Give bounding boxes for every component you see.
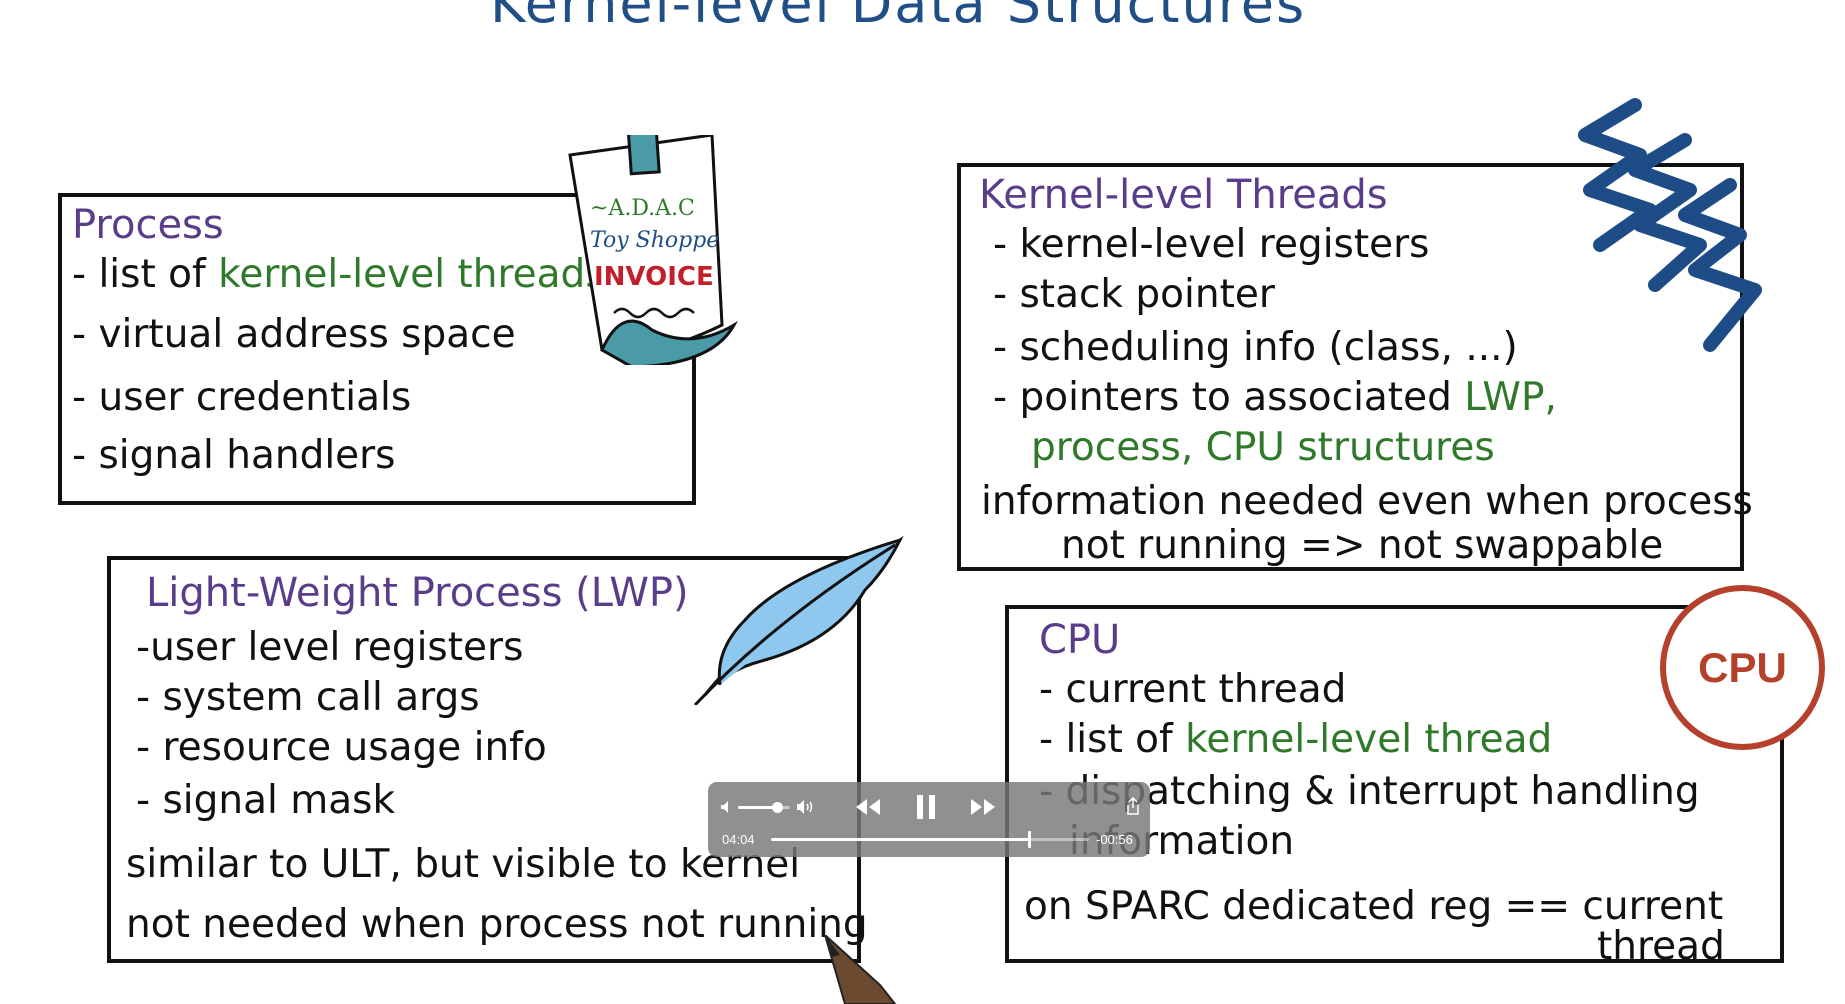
cpu-badge-icon: CPU (1660, 585, 1825, 750)
cpu-line-kernel-threads: - list of kernel-level thread (1039, 717, 1552, 762)
klt-note-1: information needed even when process (981, 479, 1753, 524)
fast-forward-button[interactable] (970, 798, 996, 816)
klt-note-2: not running => not swappable (1061, 523, 1664, 568)
lwp-line-resource-usage: - resource usage info (136, 725, 547, 770)
feather-icon (693, 535, 904, 705)
lwp-line-syscall-args: - system call args (136, 675, 480, 720)
volume-slider-fill (738, 806, 777, 809)
lwp-note-1: similar to ULT, but visible to kernel (126, 842, 801, 887)
cpu-note-1: on SPARC dedicated reg == current (1024, 884, 1724, 929)
lwp-line-signal-mask: - signal mask (136, 778, 396, 823)
process-line-threads-highlight: kernel-level threads (218, 252, 606, 297)
volume-slider[interactable] (738, 802, 790, 813)
klt-line-pointers-prefix: - pointers to associated (993, 375, 1465, 420)
klt-line-structures: process, CPU structures (1031, 425, 1495, 470)
kernel-threads-heading: Kernel-level Threads (979, 172, 1388, 218)
cpu-heading: CPU (1039, 617, 1121, 663)
process-line-threads: - list of kernel-level threads (72, 252, 606, 297)
progress-scrubber-fill (771, 838, 1029, 841)
klt-line-pointers: - pointers to associated LWP, (993, 375, 1557, 420)
progress-scrubber-knob[interactable] (1027, 831, 1031, 848)
video-controls: 04:04 -00:56 (708, 782, 1150, 857)
pen-icon (823, 935, 897, 1004)
klt-line-stack-pointer: - stack pointer (993, 272, 1275, 317)
cpu-line-current-thread: - current thread (1039, 667, 1347, 712)
invoice-line3: INVOICE (594, 262, 714, 292)
speaker-loud-icon[interactable] (796, 799, 816, 815)
lwp-heading: Light-Weight Process (LWP) (146, 570, 689, 616)
lwp-note-2: not needed when process not running (126, 902, 868, 947)
process-heading: Process (72, 202, 224, 248)
invoice-icon: ~A.D.A.C Toy Shoppe INVOICE (568, 135, 738, 365)
progress-scrubber[interactable] (771, 831, 1089, 848)
share-button[interactable] (1126, 797, 1140, 815)
process-line-signal-handlers: - signal handlers (72, 433, 396, 478)
lwp-line-registers: -user level registers (136, 625, 524, 670)
remaining-time: -00:56 (1096, 832, 1133, 847)
speaker-icon[interactable] (720, 800, 734, 814)
volume-slider-knob[interactable] (772, 802, 783, 813)
klt-line-pointers-highlight: LWP, (1464, 375, 1557, 420)
cpu-note-2: thread (1597, 924, 1725, 969)
invoice-line1: ~A.D.A.C (590, 196, 695, 221)
rewind-button[interactable] (855, 798, 881, 816)
elapsed-time: 04:04 (722, 832, 755, 847)
klt-line-registers: - kernel-level registers (993, 222, 1430, 267)
cpu-line-kernel-threads-prefix: - list of (1039, 717, 1186, 762)
process-line-credentials: - user credentials (72, 375, 412, 420)
klt-line-scheduling: - scheduling info (class, ...) (993, 325, 1518, 370)
invoice-line2: Toy Shoppe (590, 228, 719, 253)
lwp-box: Light-Weight Process (LWP) -user level r… (107, 556, 868, 963)
process-line-threads-prefix: - list of (72, 252, 219, 297)
slide-title: Kernel-level Data Structures (490, 0, 1307, 35)
threads-squiggle-icon (1578, 98, 1762, 352)
pause-button[interactable] (916, 794, 936, 820)
cpu-line-kernel-threads-highlight: kernel-level thread (1185, 717, 1553, 762)
process-line-address-space: - virtual address space (72, 312, 516, 357)
